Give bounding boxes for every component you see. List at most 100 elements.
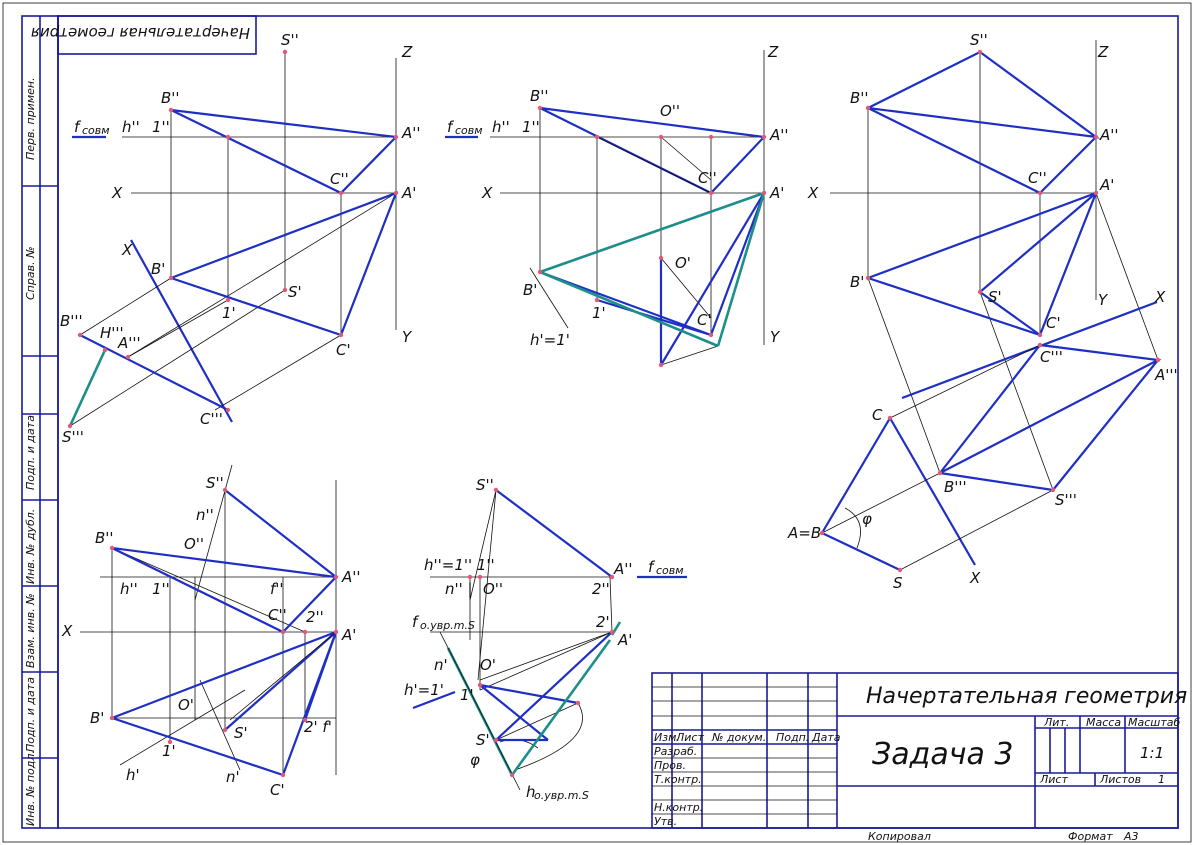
label: A'' [769, 126, 789, 144]
label: C''' [1040, 348, 1063, 366]
mass-label: Масса [1086, 716, 1121, 729]
label: f [447, 118, 455, 136]
label: A=B [787, 524, 821, 542]
label: h' [126, 766, 140, 784]
label: φ [470, 751, 480, 769]
label: 1'' [152, 580, 170, 598]
label: 2'' [306, 608, 324, 626]
label: C''' [200, 410, 223, 428]
label: h'' [120, 580, 138, 598]
title-block: Начертательная геометрия Задача 3 Изм. Л… [651, 672, 1187, 829]
label: A'' [1099, 126, 1119, 144]
label: X [61, 622, 73, 640]
row-label: Н.контр. [654, 801, 703, 814]
label: B'' [530, 87, 549, 105]
label: C'' [330, 170, 349, 188]
label: X [807, 184, 819, 202]
label: 1' [162, 742, 176, 760]
side-label: Взам. инв. № [24, 593, 37, 668]
label: B'' [95, 529, 114, 547]
row-label: Т.контр. [654, 773, 702, 786]
label: n' [226, 768, 240, 786]
label: B' [523, 281, 537, 299]
label: C' [270, 781, 285, 799]
view-2: Z B'' O'' f совм h'' 1'' A'' C'' X A' O'… [445, 43, 789, 368]
label: S' [476, 731, 490, 749]
label: φ [862, 510, 872, 528]
title-block-task: Задача 3 [872, 737, 1013, 772]
col-sign: Подп. [776, 731, 809, 744]
label: 1'' [152, 118, 170, 136]
label: C [872, 406, 883, 424]
label: n' [434, 656, 448, 674]
side-label: Перв. примен. [24, 77, 37, 160]
label: C' [1046, 314, 1061, 332]
label: Z [767, 43, 779, 61]
label: S [893, 574, 903, 592]
side-label: Инв. № дубл. [24, 509, 37, 584]
col-list: Лист [675, 731, 704, 744]
label: X [111, 184, 123, 202]
label: о.увр.m.S [420, 619, 475, 632]
label: B' [90, 709, 104, 727]
label: n'' | [445, 580, 473, 598]
label: h'=1' [530, 331, 570, 349]
view-5: S'' h''=1'' 1'' n'' | O'' 2'' A'' f совм… [404, 476, 687, 802]
side-label: Инв. № подл. [24, 750, 37, 826]
footer-copied: Копировал [868, 830, 931, 843]
label: C' [697, 311, 712, 329]
label: h'' [122, 118, 140, 136]
label: X [121, 241, 133, 259]
label: 1' [222, 304, 236, 322]
label: 2' f' [304, 718, 332, 736]
col-date: Дата [811, 731, 841, 744]
label: совм [455, 124, 483, 137]
label: h'=1' [404, 681, 444, 699]
label: X [481, 184, 493, 202]
label: f [74, 118, 82, 136]
label: X [1154, 288, 1166, 306]
label: S'' [281, 31, 299, 49]
label: h [526, 783, 536, 801]
scale-label: Масштаб [1128, 716, 1180, 729]
sheets-label: Листов [1099, 773, 1141, 786]
label: C'' [268, 606, 287, 624]
side-strip: Перв. примен. Справ. № Подп. и дата Инв.… [21, 15, 59, 829]
col-doc: № докум. [711, 731, 766, 744]
label: n'' [196, 506, 214, 524]
label: O'' [660, 102, 680, 120]
label: C'' [698, 169, 717, 187]
label: 1'' [522, 118, 540, 136]
label: B'' [161, 89, 180, 107]
header-label: Начертательная геометрия [31, 24, 250, 42]
view-1: S'' Z B'' f совм h'' 1'' A'' C'' X A' X … [60, 31, 421, 446]
label: A' [1099, 176, 1114, 194]
label: S' [988, 288, 1002, 306]
label: S' [288, 283, 302, 301]
label: Z [1097, 43, 1109, 61]
label: о.увр.m.S [534, 789, 589, 802]
view-3: S'' Z B'' A'' C'' X A' B' S' Y X C' C'''… [787, 31, 1178, 592]
label: A'' [613, 560, 633, 578]
label: O'' [483, 580, 503, 598]
footer-format-value: А3 [1123, 830, 1139, 843]
col-izm: Изм. [654, 731, 680, 744]
label: совм [656, 564, 684, 577]
label: B''' [60, 312, 83, 330]
label: C' [336, 341, 351, 359]
label: f [412, 613, 420, 631]
row-label: Пров. [654, 759, 686, 772]
sheets-value: 1 [1158, 773, 1165, 786]
label: C'' [1028, 169, 1047, 187]
label: A''' [117, 334, 141, 352]
label: 1' [592, 304, 606, 322]
label: B'' [850, 89, 869, 107]
label: H''' [100, 324, 124, 342]
label: S'' [476, 476, 494, 494]
title-block-title: Начертательная геометрия [866, 684, 1187, 709]
label: B' [151, 260, 165, 278]
label: Y [1098, 291, 1109, 309]
sheet-label: Лист [1039, 773, 1068, 786]
